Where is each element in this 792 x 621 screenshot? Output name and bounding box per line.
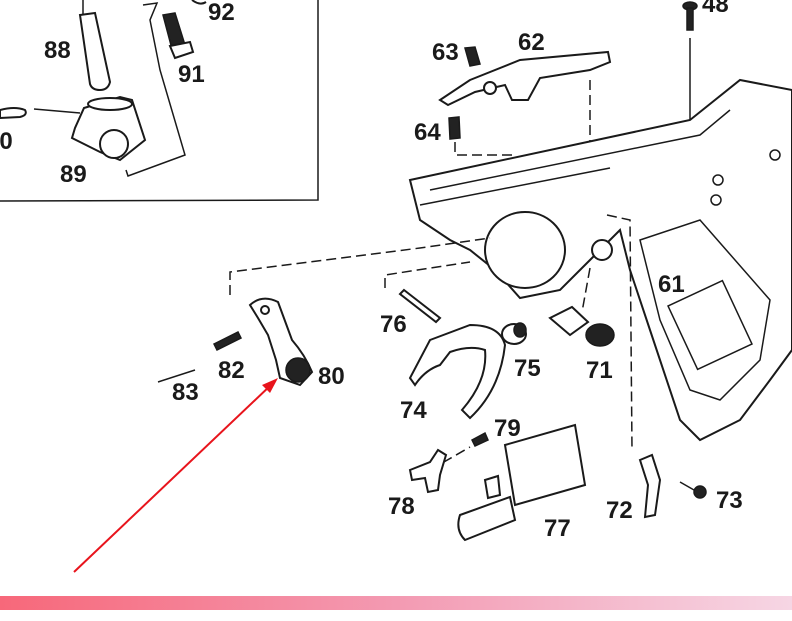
label-61: 61 (658, 271, 685, 298)
guide-line-80 (229, 237, 491, 295)
label-75: 75 (514, 355, 541, 382)
label-88: 88 (44, 37, 71, 64)
label-80: 80 (318, 363, 345, 390)
part-74-sear (408, 323, 507, 420)
label-78: 78 (388, 493, 415, 520)
label-48: 48 (702, 0, 729, 18)
part-88-pin (78, 0, 112, 92)
part-61-frame (408, 78, 792, 442)
guide-line-71 (581, 267, 591, 313)
footer-band (0, 596, 792, 610)
part-63-spring (464, 46, 481, 67)
part-89-housing (70, 95, 147, 162)
label-76: 76 (380, 311, 407, 338)
part-82-spring (212, 330, 243, 352)
part-64-pin (448, 116, 461, 140)
part-73-screw (679, 481, 707, 499)
part-71-plunger (548, 305, 615, 347)
part-62-spring (438, 50, 612, 107)
part-72-plate (638, 453, 662, 519)
label-71: 71 (586, 357, 613, 384)
label-74: 74 (400, 397, 427, 424)
label-63: 63 (432, 39, 459, 66)
label-64: 64 (414, 119, 441, 146)
label-82: 82 (218, 357, 245, 384)
part-90-pin (0, 107, 81, 120)
part-75-bushing (501, 322, 527, 345)
part-76-pin (398, 288, 442, 324)
inset-box (0, 0, 319, 202)
label-79: 79 (494, 415, 521, 442)
part-78-lever (408, 448, 448, 494)
label-90: 90 (0, 128, 13, 155)
label-73: 73 (716, 487, 743, 514)
bracket-91-89 (125, 2, 186, 177)
annotation-arrow (73, 378, 278, 573)
label-83: 83 (172, 379, 199, 406)
part-80-hammer (248, 297, 314, 387)
label-77: 77 (544, 515, 571, 542)
guide-line-72 (606, 214, 633, 451)
part-77-magazine-catch (457, 423, 587, 542)
part-48-screw (682, 1, 698, 140)
label-91: 91 (178, 61, 205, 88)
part-83-pin (157, 369, 196, 383)
label-92: 92 (208, 0, 235, 26)
guide-line-76 (384, 261, 471, 288)
label-62: 62 (518, 29, 545, 56)
part-92 (191, 0, 207, 5)
label-89: 89 (60, 161, 87, 188)
part-91-plunger (162, 12, 195, 60)
label-72: 72 (606, 497, 633, 524)
guide-line-64 (454, 142, 516, 180)
